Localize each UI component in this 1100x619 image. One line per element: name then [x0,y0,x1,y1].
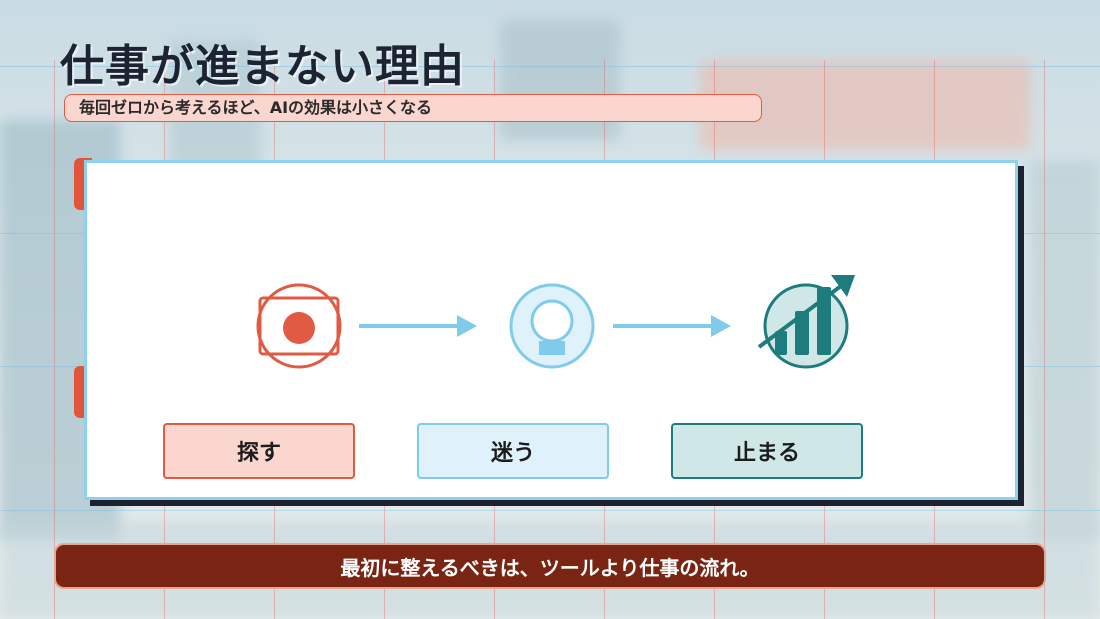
lightbulb-icon [509,283,595,369]
arrow-right-icon [613,315,731,337]
arrow-right-icon [359,315,477,337]
search-icon [256,283,342,369]
flow-card: 探す 迷う 止まる [84,160,1018,500]
step-label-search: 探す [163,423,355,479]
chart-growth-icon [757,275,855,369]
step-label-stop: 止まる [671,423,863,479]
flow-diagram [256,275,855,369]
step-label-lost: 迷う [417,423,609,479]
subtitle: 毎回ゼロから考えるほど、AIの効果は小さくなる [64,94,762,122]
page-title: 仕事が進まない理由 [60,41,465,92]
footer-banner: 最初に整えるべきは、ツールより仕事の流れ。 [54,543,1046,589]
